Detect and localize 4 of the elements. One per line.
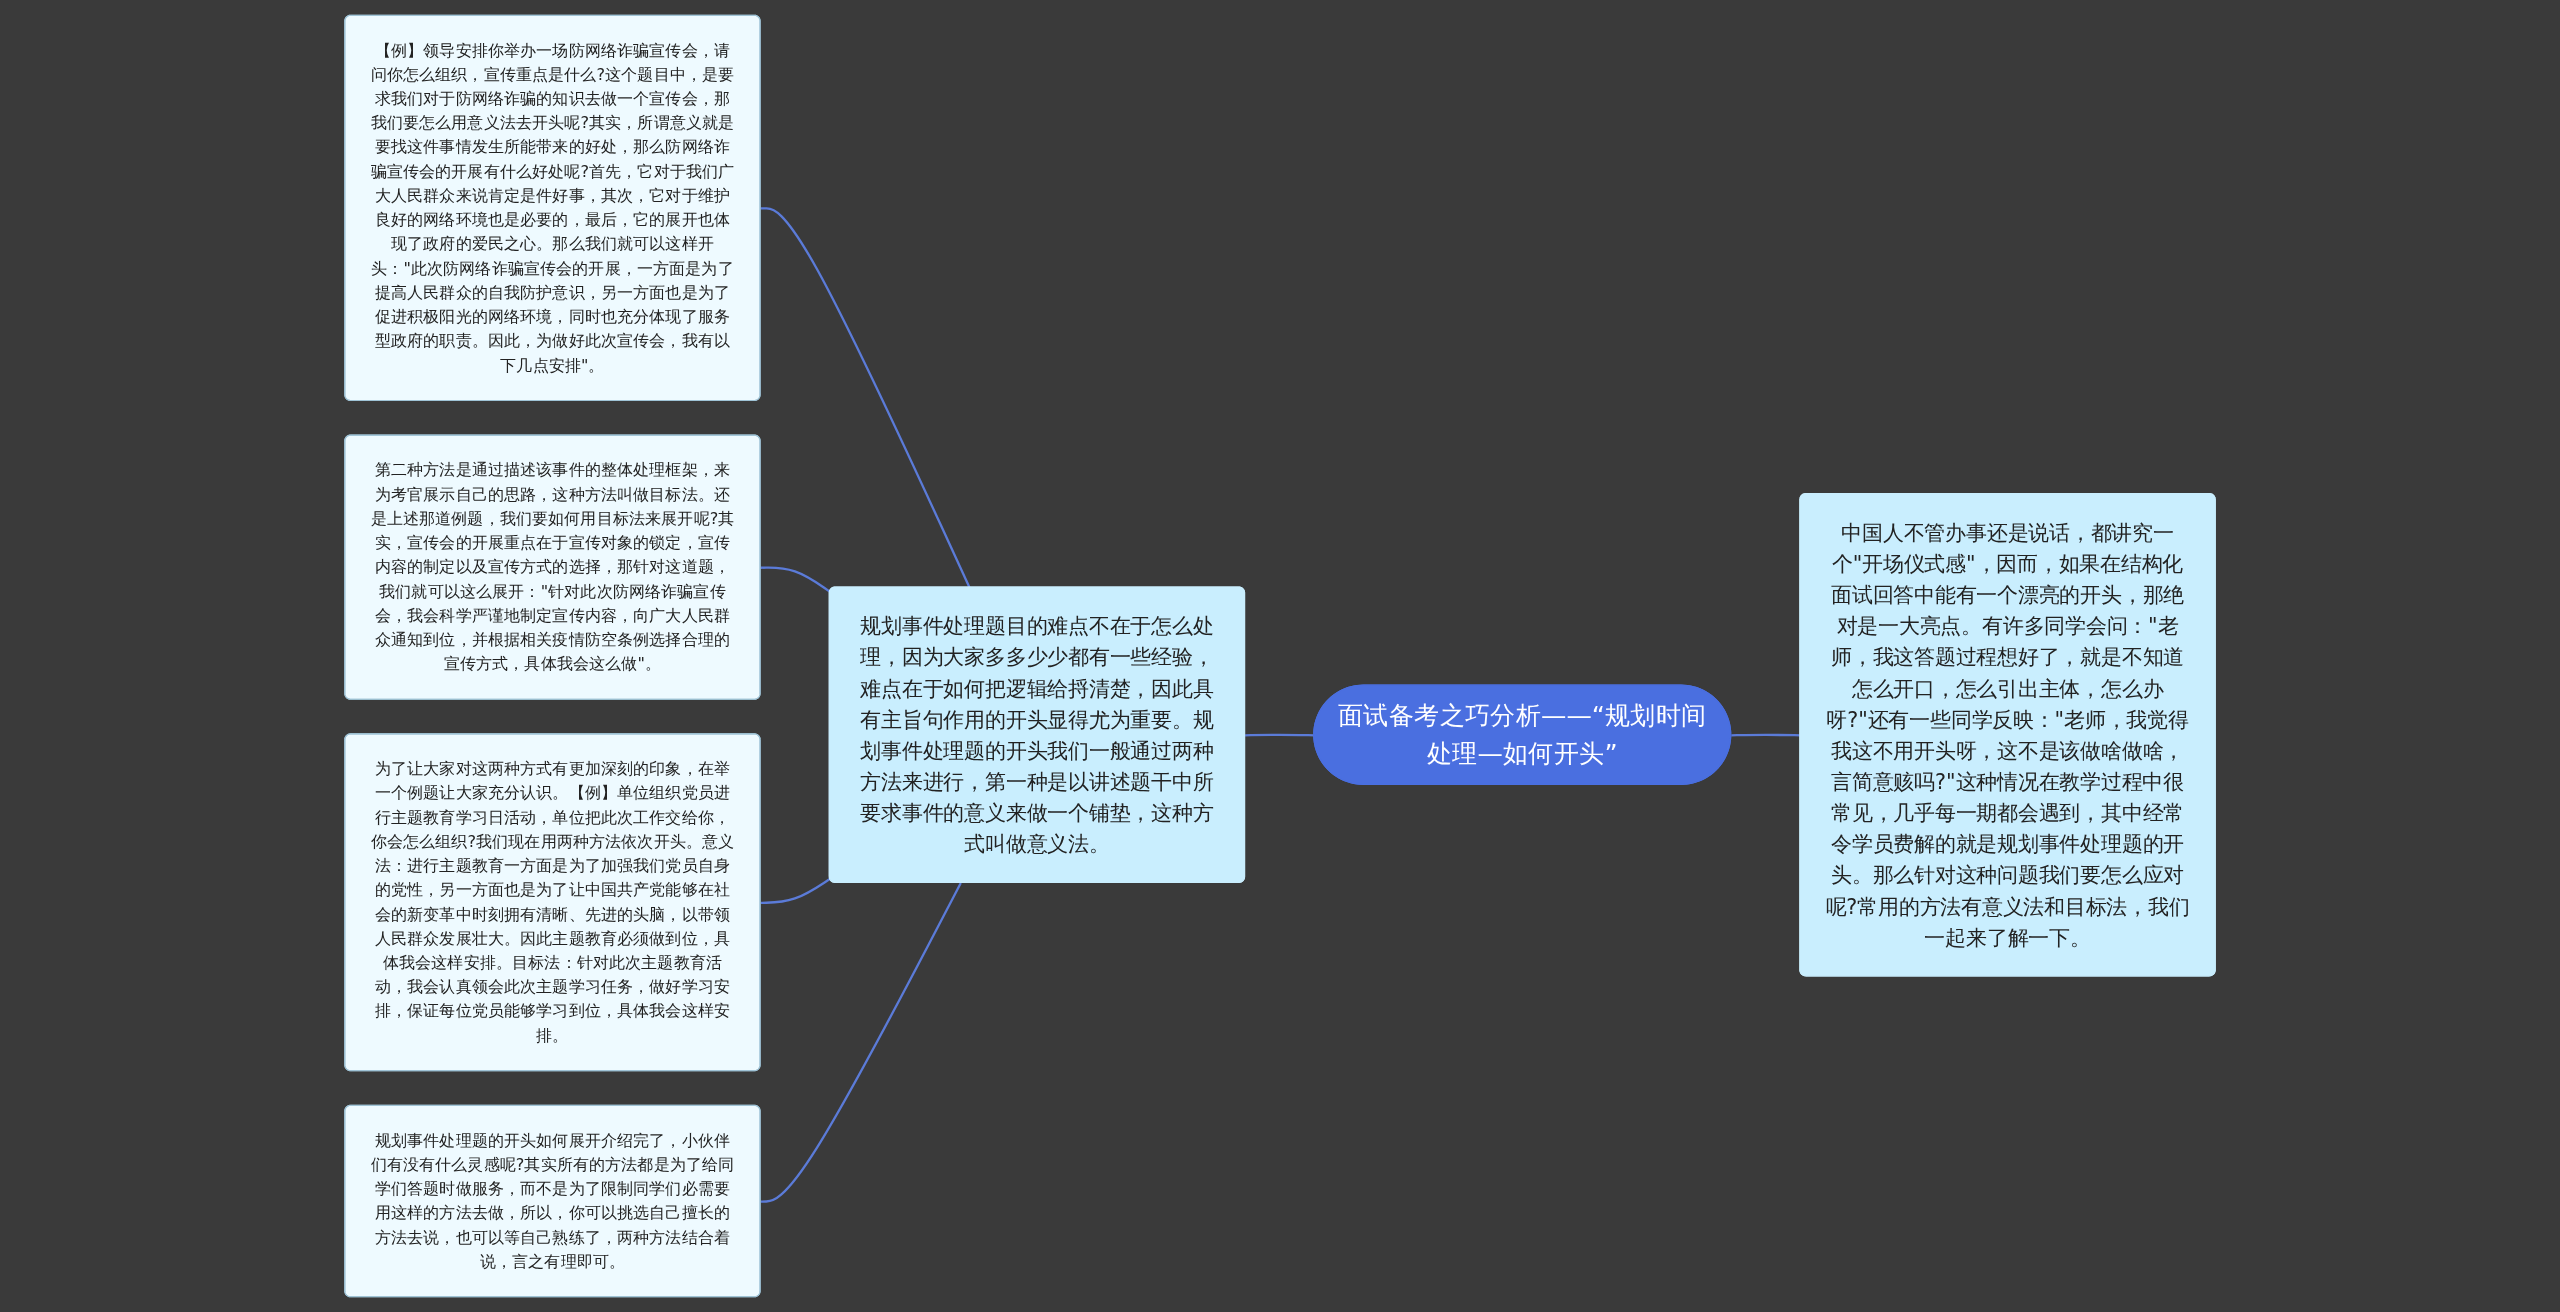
- connector: [760, 882, 962, 1203]
- connector: [760, 566, 831, 593]
- connector: [760, 207, 971, 589]
- connector: [760, 877, 831, 904]
